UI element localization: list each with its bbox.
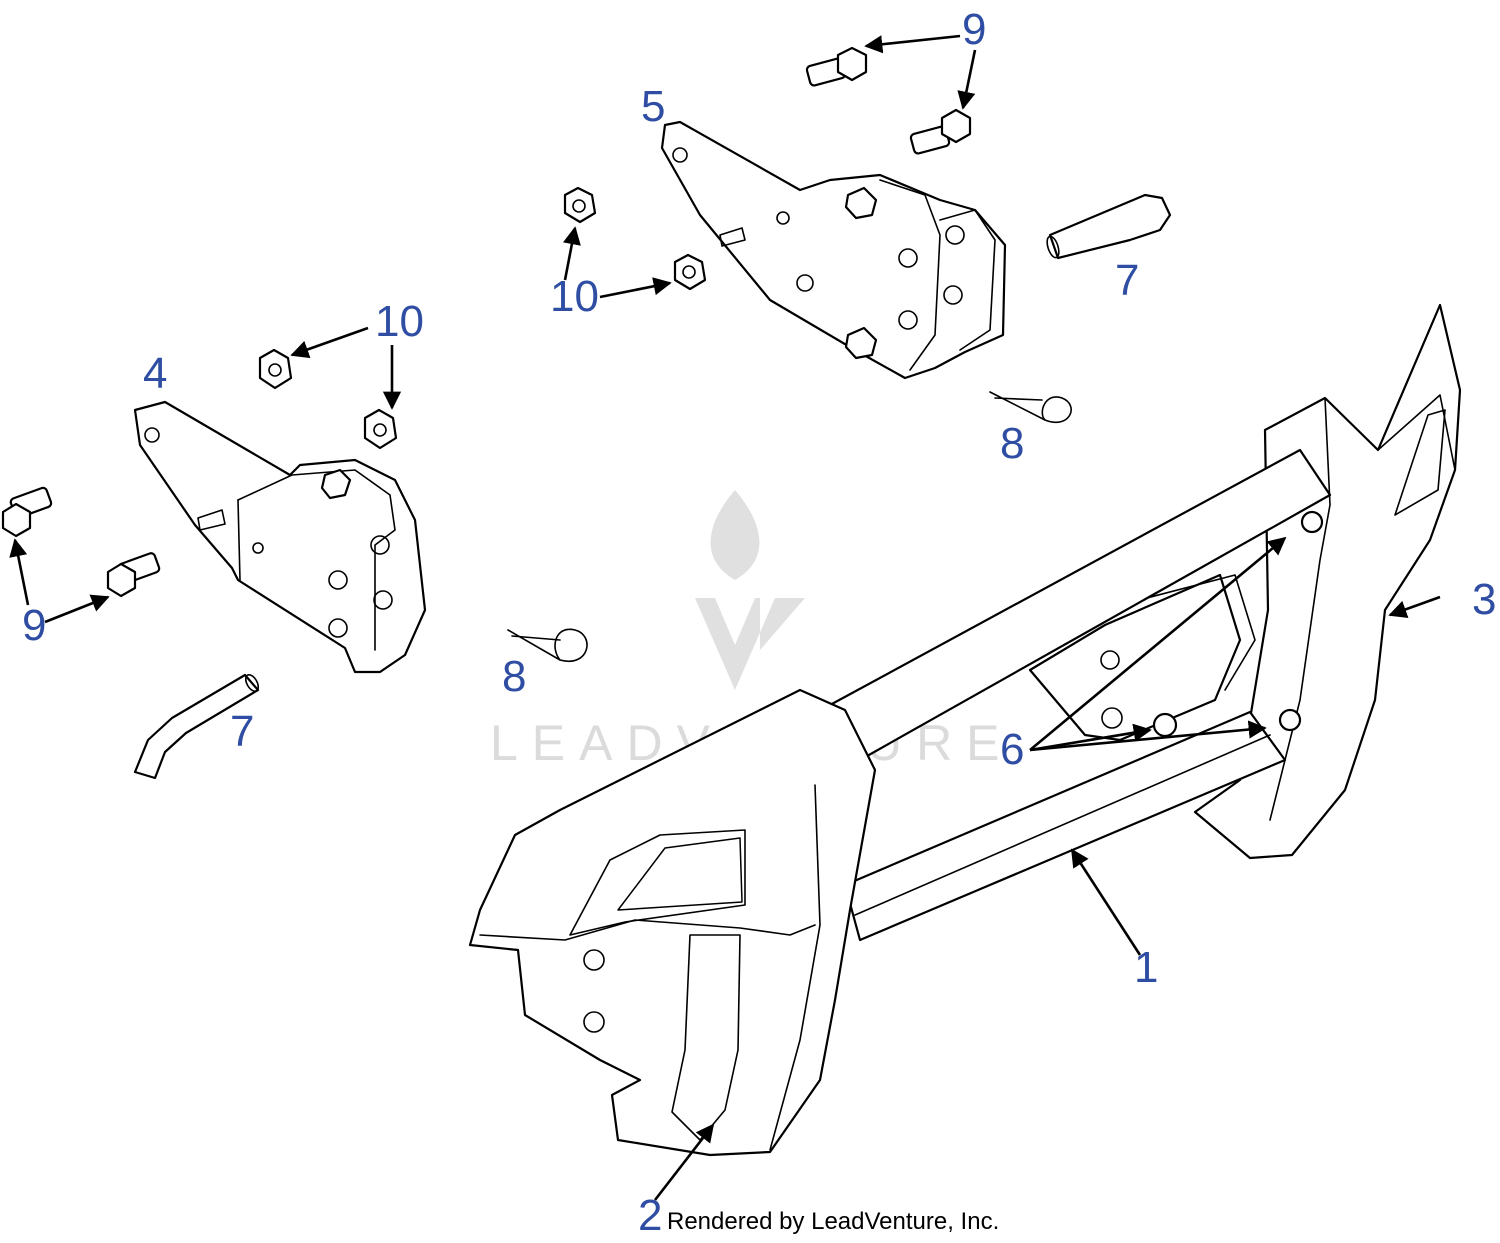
bumper-hole-2 <box>583 1011 605 1033</box>
bumper-light-recess <box>617 837 743 911</box>
bolt-left-2 <box>106 552 161 598</box>
callout-4: 4 <box>143 349 167 398</box>
bumper-bolt-1 <box>1300 510 1324 534</box>
bumper-lower-tube <box>843 710 1287 942</box>
callout-2: 2 <box>638 1191 662 1240</box>
callout-10-top: 10 <box>550 272 599 321</box>
pin-left <box>133 673 260 780</box>
nut-top-1 <box>563 186 597 224</box>
callout-8-right: 8 <box>1000 419 1024 468</box>
bumper-hole-4 <box>1100 650 1120 670</box>
front-bumper-assembly <box>468 303 1462 1157</box>
nut-left-2 <box>363 408 398 450</box>
bumper-end-cap-right <box>1193 303 1462 860</box>
callout-5: 5 <box>641 82 665 131</box>
bumper-hole-1 <box>583 949 605 971</box>
callout-10-left: 10 <box>375 297 424 346</box>
bolt-top-2 <box>909 108 972 155</box>
bolt-left-1 <box>1 486 53 538</box>
bumper-bolt-3 <box>1278 708 1302 732</box>
bracket-left <box>133 400 427 674</box>
render-credit: Rendered by LeadVenture, Inc. <box>667 1208 1000 1235</box>
callout-7-left: 7 <box>230 707 254 756</box>
clip-left <box>507 628 588 663</box>
clip-right <box>989 391 1072 423</box>
nut-top-2 <box>673 253 707 291</box>
callout-7-right: 7 <box>1115 256 1139 305</box>
callout-1: 1 <box>1134 943 1158 992</box>
callout-3: 3 <box>1472 575 1496 624</box>
callouts: 9 5 10 7 10 4 8 9 3 8 7 6 1 2 <box>22 5 1496 1240</box>
callout-9-left: 9 <box>22 601 46 650</box>
bracket-right <box>660 120 1007 380</box>
callout-8-left: 8 <box>502 652 526 701</box>
bolt-top-1 <box>805 46 868 87</box>
bumper-hole-3 <box>1101 707 1123 729</box>
leader-lines <box>9 34 1441 1201</box>
nut-left-1 <box>258 348 293 390</box>
bumper-mount-plate <box>1028 573 1242 742</box>
callout-6: 6 <box>1000 725 1024 774</box>
callout-9-top: 9 <box>962 5 986 54</box>
pin-right <box>1046 193 1172 260</box>
bumper-bolt-2 <box>1152 712 1178 738</box>
